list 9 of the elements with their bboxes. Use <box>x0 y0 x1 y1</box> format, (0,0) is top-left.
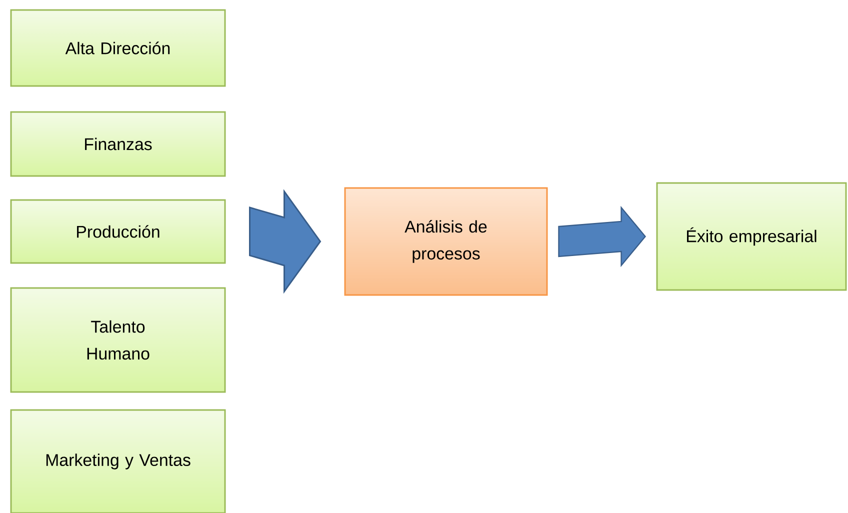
block-arrow <box>558 206 646 268</box>
process-box: Éxito empresarial <box>656 182 847 291</box>
process-box: Análisis de procesos <box>344 187 548 296</box>
block-arrow <box>249 189 322 294</box>
process-box: Marketing y Ventas <box>10 409 226 513</box>
process-box: Alta Dirección <box>10 9 226 87</box>
process-box: Finanzas <box>10 111 226 177</box>
process-box: Talento Humano <box>10 287 226 393</box>
process-box: Producción <box>10 199 226 264</box>
